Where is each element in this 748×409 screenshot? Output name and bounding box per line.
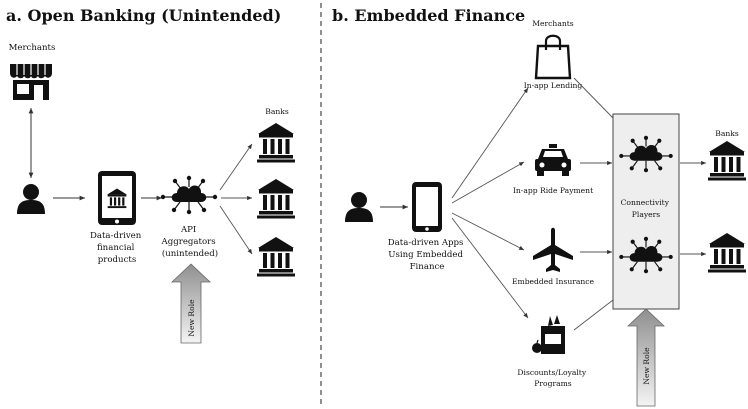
- grocery-bag-icon: [532, 315, 565, 354]
- loyalty-to-connectivity-line: [573, 299, 614, 331]
- shopping-bag-icon: [534, 34, 572, 80]
- bank-icon: [257, 237, 295, 277]
- lending-to-connectivity-line: [573, 77, 614, 119]
- bank-icon: [708, 233, 746, 273]
- connectivity-label: Connectivity Players: [621, 198, 672, 219]
- app-to-loyalty-arrow: [451, 217, 529, 319]
- service-label-loyalty: Discounts/Loyalty Programs: [517, 368, 588, 388]
- app-to-lending-arrow: [451, 87, 529, 199]
- new-role-arrow: New Role: [626, 308, 666, 407]
- new-role-arrow: New Role: [170, 263, 212, 344]
- bank-icon: [257, 179, 295, 219]
- apps-label: Data-driven Apps Using Embedded Finance: [388, 238, 466, 272]
- panel-b-title: b. Embedded Finance: [332, 6, 525, 25]
- panel-b-merchants-label: Merchants: [532, 19, 574, 28]
- aggregator-bank1-arrow: [219, 143, 253, 191]
- phone-icon: [412, 182, 442, 232]
- panel-a-title: a. Open Banking (Unintended): [6, 6, 281, 25]
- bank-icon: [257, 123, 295, 163]
- app-to-insurance-arrow: [451, 212, 525, 251]
- connectivity-box: [612, 113, 680, 310]
- app-to-ride-arrow: [451, 161, 525, 204]
- api-cloud-icon: [160, 175, 218, 215]
- service-label-lending: In-app Lending: [524, 81, 583, 90]
- panel-b-banks-label: Banks: [715, 129, 739, 138]
- new-role-label: New Role: [642, 347, 651, 385]
- aggregator-bank3-arrow: [219, 205, 253, 255]
- service-label-ride: In-app Ride Payment: [513, 186, 593, 195]
- taxi-icon: [535, 144, 571, 176]
- product-label: Data-driven financial products: [90, 231, 144, 265]
- user-icon: [17, 184, 45, 214]
- user-icon: [345, 192, 373, 222]
- panel-a-banks-label: Banks: [265, 107, 289, 116]
- service-label-insurance: Embedded Insurance: [512, 277, 595, 286]
- new-role-label: New Role: [187, 299, 196, 337]
- bank-icon: [708, 141, 746, 181]
- panel-a-merchants-label: Merchants: [9, 43, 56, 53]
- aggregator-label: API Aggregators (unintended): [161, 225, 219, 259]
- airplane-icon: [533, 227, 573, 272]
- phone-bank-icon: [98, 171, 136, 225]
- store-icon: [10, 64, 52, 100]
